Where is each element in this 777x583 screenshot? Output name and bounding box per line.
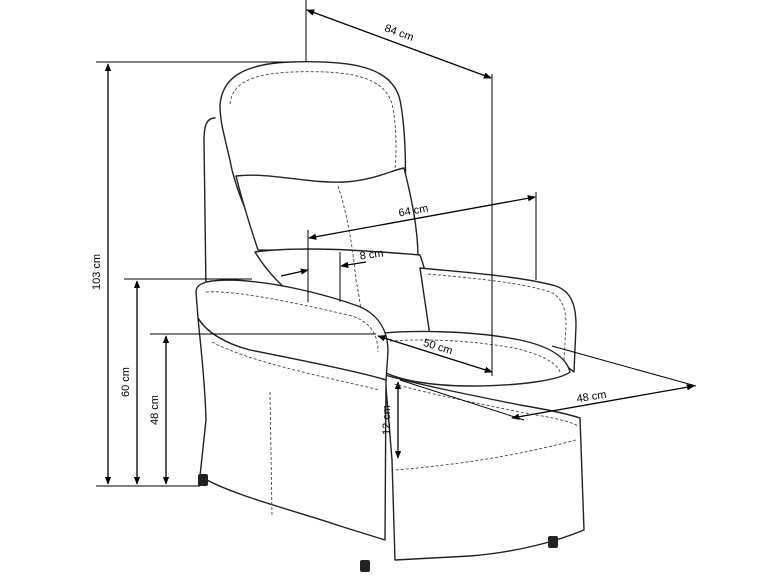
footrest-extension-bottom <box>399 379 525 421</box>
dim-line-footrest-depth <box>511 384 695 420</box>
dim-line-armrest-width-2 <box>340 261 367 269</box>
footrest <box>384 374 585 561</box>
label-total-height: 103 cm <box>91 254 103 290</box>
chair-base <box>197 317 387 541</box>
label-armrest-height: 60 cm <box>120 367 132 397</box>
footrest-extension-top <box>551 345 697 387</box>
dim-line-seat-width <box>308 195 536 240</box>
recliner-chair <box>195 60 585 572</box>
footrest-front-seam <box>395 439 577 471</box>
leg-back-right <box>548 536 558 548</box>
left-armrest-seam <box>205 291 379 353</box>
dim-line-total-width <box>306 9 492 79</box>
backrest-seam <box>229 71 397 177</box>
dimension-lines: 84 cm 64 cm 8 cm 50 cm 48 cm 103 cm 60 c… <box>91 0 697 487</box>
right-armrest-seam <box>427 273 567 361</box>
label-footrest-height: 12 cm <box>381 405 393 435</box>
dim-line-armrest-width <box>280 268 309 277</box>
base-left-panel-seam <box>269 391 273 517</box>
head-cushion <box>235 167 419 260</box>
leg-front-center <box>360 560 370 572</box>
label-total-width: 84 cm <box>383 22 415 44</box>
label-seat-height: 48 cm <box>149 395 161 425</box>
base-front-seam <box>211 341 381 391</box>
label-footrest-depth: 48 cm <box>576 389 607 406</box>
leg-front-left <box>198 474 208 486</box>
dim-line-seat-depth <box>377 335 493 373</box>
label-armrest-width: 8 cm <box>359 247 384 262</box>
back-side-panel <box>203 117 216 291</box>
label-seat-width: 64 cm <box>398 203 430 220</box>
